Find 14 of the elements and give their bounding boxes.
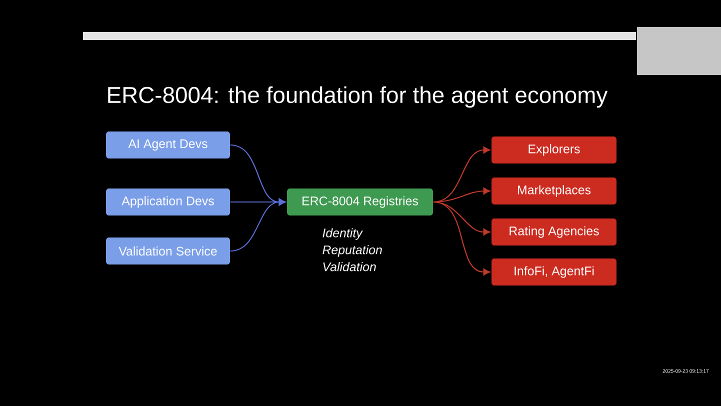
arrow bbox=[433, 146, 490, 203]
process-box: Marketplaces bbox=[492, 178, 616, 204]
process-box: InfoFi, AgentFi bbox=[492, 258, 616, 286]
process-box: AI Agent Devs bbox=[106, 132, 230, 158]
process-box: ERC-8004 Registries bbox=[287, 188, 433, 216]
arrow bbox=[230, 198, 286, 252]
process-box: Explorers bbox=[492, 136, 616, 164]
arrow bbox=[433, 201, 490, 236]
arrow bbox=[433, 201, 490, 276]
slide-title: ERC-8004: the foundation for the agent economy bbox=[108, 86, 608, 108]
process-box: Application Devs bbox=[106, 188, 230, 216]
note-text: Identity Reputation Validation bbox=[322, 228, 382, 272]
process-box: Validation Service bbox=[106, 238, 230, 264]
process-box: Rating Agencies bbox=[492, 218, 616, 246]
